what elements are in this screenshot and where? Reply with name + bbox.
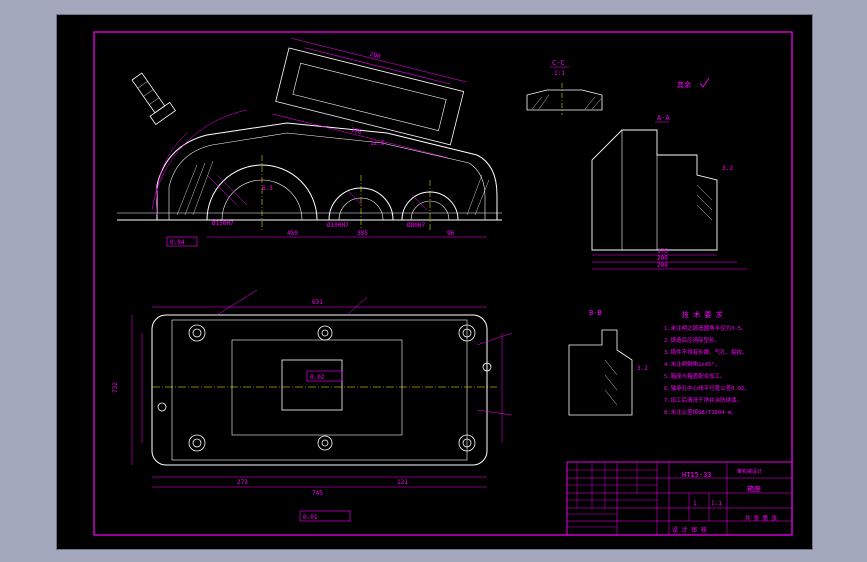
section-c-c: C-C 1:1 其余 (526, 59, 710, 115)
dim-label: 96 (447, 230, 455, 237)
tech-req-line: 4.未注明倒角1x45°。 (664, 360, 720, 368)
cover-detail: 200 176 (272, 38, 467, 158)
dim-label: Ø150H7 (212, 220, 234, 227)
dim-label: Ø80H7 (407, 222, 425, 229)
tech-req-line: 3.铸件不得有砂眼、气孔、裂纹。 (664, 348, 748, 356)
dim-label: 176 (657, 248, 668, 255)
dim-label: 176 (350, 127, 363, 137)
tolerance-label: 0.01 (303, 514, 318, 521)
dim-label: 208 (657, 262, 668, 269)
cad-viewport[interactable]: 450 385 96 Ø150H7 Ø100H7 Ø80H7 0.04 6.3 … (56, 14, 813, 550)
approval-label: 设 计 审 核 (672, 526, 707, 534)
tolerance-label: 0.02 (310, 374, 325, 381)
dim-label: 745 (312, 490, 323, 497)
roughness-label: 12.5 (370, 140, 385, 147)
tolerance-label: 0.04 (170, 239, 185, 246)
dim-label: 200 (657, 255, 668, 262)
qty-label: 1 (693, 500, 697, 507)
dim-label: 385 (357, 230, 368, 237)
scale-label: 1:1 (711, 500, 722, 507)
tech-req-line: 2.铸造后应清除型砂。 (664, 336, 720, 344)
tech-req-line: 1.未注明之铸造圆角半径为3-5。 (664, 324, 747, 332)
tech-req-line: 7.加工后清洗干净并涂防锈漆。 (664, 396, 742, 404)
dim-label: 273 (237, 479, 248, 486)
technical-requirements: 技 术 要 求 1.未注明之铸造圆角半径为3-5。 2.铸造后应清除型砂。 3.… (664, 310, 750, 416)
dim-label: Ø100H7 (327, 222, 349, 229)
tech-req-line: 8.未注公差按GB/T1804-m。 (664, 408, 737, 416)
tech-req-line: 6.轴承孔中心线平行度公差0.02。 (664, 384, 750, 392)
part-name: 箱座 (747, 484, 761, 493)
section-scale: 1:1 (554, 70, 565, 77)
vent-plug-detail (131, 72, 176, 125)
section-label: C-C (552, 59, 565, 67)
other-roughness-label: 其余 (677, 80, 691, 89)
sheet-border (93, 31, 793, 536)
dim-label: 131 (397, 479, 408, 486)
section-a-a: A-A 176 200 208 3.2 (591, 114, 747, 270)
sheet-label: 共 张 第 张 (745, 514, 777, 522)
title-block: HT15-33 箱座 某机械设计 1:1 1 设 计 审 核 共 张 第 张 (566, 461, 793, 536)
dim-label: 732 (112, 382, 119, 393)
front-section-view: 450 385 96 Ø150H7 Ø100H7 Ø80H7 0.04 6.3 … (117, 109, 502, 247)
roughness-label: 3.2 (637, 365, 648, 372)
drawing-sheet: 450 385 96 Ø150H7 Ø100H7 Ø80H7 0.04 6.3 … (93, 31, 793, 536)
dim-label: 631 (312, 299, 323, 306)
section-label: A-A (657, 114, 670, 122)
section-label: B-B (589, 309, 602, 317)
section-b-b: B-B 3.2 (568, 309, 648, 416)
dim-label: 200 (369, 51, 382, 61)
roughness-label: 3.2 (722, 165, 733, 172)
plan-view: 631 745 273 131 732 0.02 0.01 (112, 289, 513, 522)
dim-label: 450 (287, 230, 298, 237)
tech-req-title: 技 术 要 求 (682, 310, 723, 319)
tech-req-line: 5.箱座与箱盖配合加工。 (664, 372, 726, 380)
material-label: HT15-33 (682, 471, 712, 479)
roughness-label: 6.3 (262, 185, 273, 192)
company-label: 某机械设计 (737, 468, 762, 475)
